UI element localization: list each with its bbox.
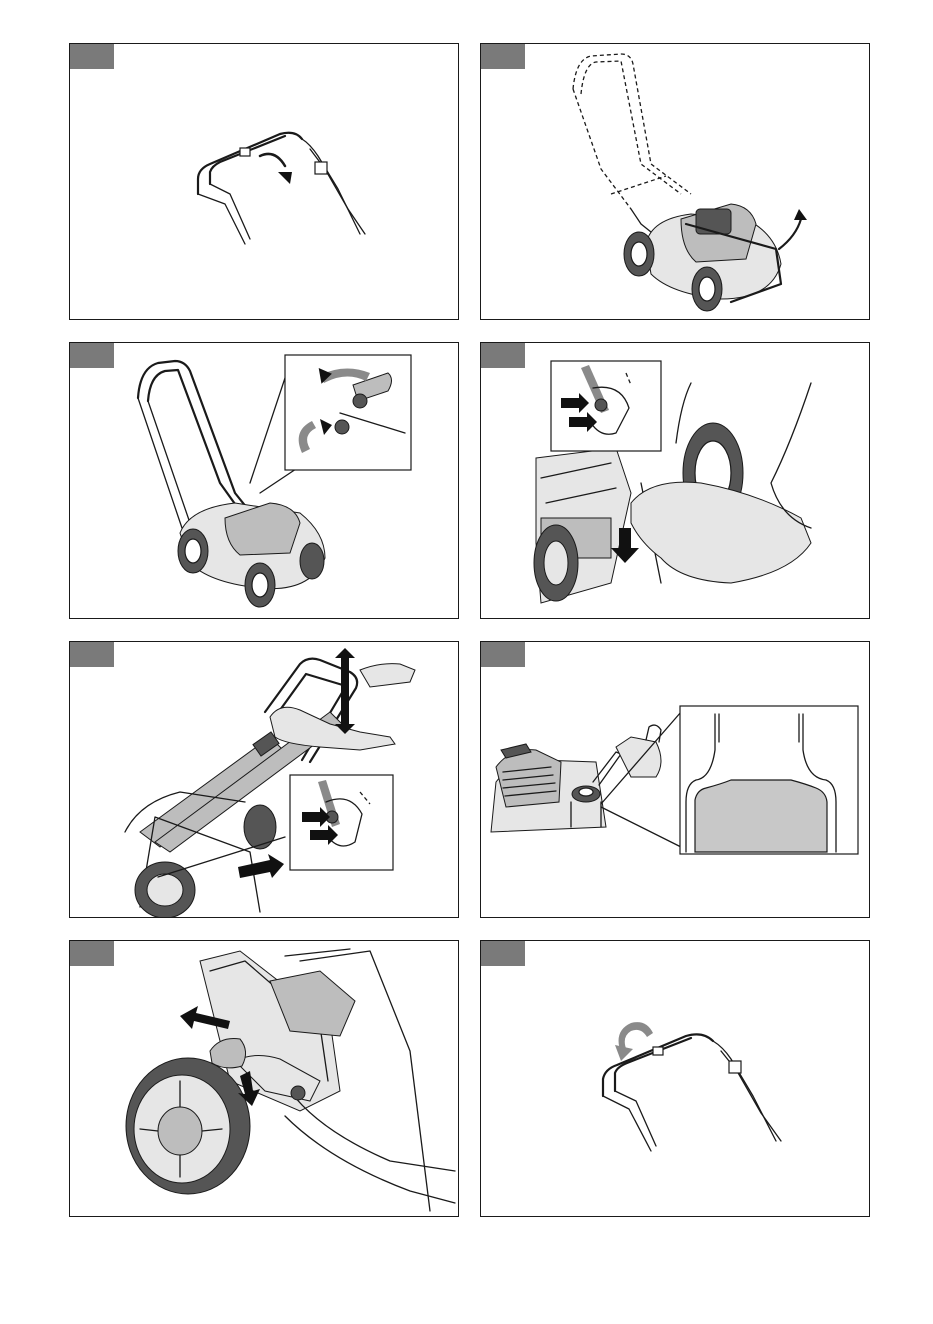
- mower-handle-raise-icon: [481, 44, 870, 320]
- grass-bag-attach-icon: [481, 343, 870, 619]
- panel-7: [69, 940, 459, 1217]
- panel-5: [69, 641, 459, 918]
- handle-bar-fold-icon: [70, 44, 459, 320]
- panel-8: [480, 940, 870, 1217]
- panel-3: [69, 342, 459, 619]
- cutting-height-lever-icon: [70, 941, 459, 1217]
- page-footer: [0, 1314, 120, 1324]
- panel-4: [480, 342, 870, 619]
- handle-bar-release-icon: [481, 941, 870, 1217]
- panel-2: [480, 43, 870, 320]
- handle-height-adjust-icon: [70, 642, 459, 918]
- oil-fill-icon: [481, 642, 870, 918]
- panel-6: [480, 641, 870, 918]
- panel-1: [69, 43, 459, 320]
- mower-knob-tighten-icon: [70, 343, 459, 619]
